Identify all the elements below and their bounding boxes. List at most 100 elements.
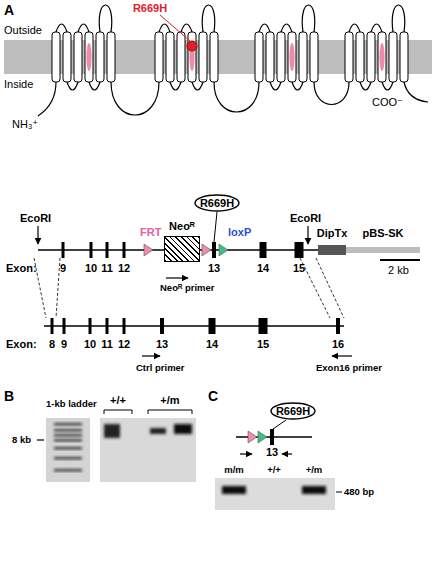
transmembrane-helix (345, 32, 353, 82)
dta-cassette: DipTx (318, 245, 346, 255)
exon-number: 11 (101, 338, 113, 351)
transmembrane-helix (85, 32, 93, 82)
ladder-band (54, 429, 82, 431)
row-label: Exon: (6, 262, 37, 275)
callout-text: R669H (194, 194, 240, 212)
callout-leader (273, 420, 286, 429)
terminus-label: NH₃⁺ (12, 118, 38, 131)
size-tick (336, 492, 342, 493)
exon (63, 318, 66, 334)
exon-number: 13 (208, 262, 220, 275)
primer-arrow (282, 453, 292, 454)
exon-number: 15 (293, 262, 305, 275)
gel-band (150, 428, 166, 434)
transmembrane-helix (367, 32, 375, 82)
scale-bar (380, 259, 420, 261)
exon (123, 242, 126, 258)
ecori-arrow (37, 226, 38, 244)
exon-number: 16 (332, 338, 344, 351)
transmembrane-helix (199, 32, 207, 82)
exon (270, 429, 274, 445)
mutation-leader (160, 15, 190, 41)
callout-leader (214, 212, 217, 242)
voltage-sensor-mark (86, 43, 91, 71)
site-label: FRT (140, 226, 161, 239)
loxp-site (258, 431, 267, 443)
exon (106, 318, 109, 334)
voltage-sensor-mark (379, 43, 384, 71)
exon (209, 318, 216, 334)
primer-label: Ctrl primer (136, 362, 185, 374)
ladder-band (54, 457, 82, 459)
exon (89, 318, 92, 334)
oval-outline (195, 195, 239, 211)
exon (90, 242, 93, 258)
lane-label: +/+ (110, 394, 126, 407)
exon-number: 10 (84, 338, 96, 351)
side-label: Outside (4, 24, 42, 37)
ladder-gel (46, 418, 90, 482)
transmembrane-helix (288, 32, 296, 82)
primer-label: Exon16 primer (316, 362, 382, 374)
transmembrane-helix (96, 32, 104, 82)
scale-label: 2 kb (388, 264, 409, 277)
exon (51, 318, 54, 334)
exon (336, 318, 340, 334)
ladder-band (54, 434, 82, 436)
gel-band (104, 424, 120, 438)
lane-label: m/m (224, 464, 244, 476)
exon-number: 13 (266, 446, 278, 459)
terminus-label: COO⁻ (372, 96, 403, 109)
transmembrane-helix (299, 32, 307, 82)
gel-image (215, 478, 335, 510)
marker-tick (37, 439, 44, 440)
vector-backbone: pBS-SK (346, 247, 420, 253)
exon (123, 318, 126, 334)
site-label: EcoRI (290, 212, 321, 225)
transmembrane-helix (155, 32, 163, 82)
exon (295, 242, 304, 258)
exon-number: 13 (156, 338, 168, 351)
primer-arrow (240, 453, 252, 454)
lane-label: +/m (306, 464, 323, 476)
frt-site (202, 244, 211, 256)
primer-arrow (166, 277, 188, 278)
exon (62, 242, 65, 258)
panel-letter: C (208, 388, 218, 404)
size-label: 480 bp (344, 486, 374, 498)
mutation-callout: R669H (194, 194, 240, 212)
transmembrane-helix (107, 32, 115, 82)
transmembrane-helix (52, 32, 60, 82)
site-label: EcoRI (20, 212, 51, 225)
primer-arrow (142, 355, 160, 356)
transmembrane-helix (266, 32, 274, 82)
mutation-label: R669H (133, 2, 167, 15)
transmembrane-helix (74, 32, 82, 82)
element-label: Neoᴿ (169, 220, 195, 233)
lane-bracket (148, 410, 192, 414)
transmembrane-helix (356, 32, 364, 82)
homology-dash (316, 258, 344, 318)
voltage-sensor-mark (289, 43, 294, 71)
primer-label: Neoᴿ primer (160, 282, 215, 294)
exon (106, 242, 109, 258)
marker-label: 8 kb (12, 434, 31, 446)
transmembrane-helix (177, 32, 185, 82)
lane-label: 1-kb ladder (46, 398, 97, 410)
gel-band (302, 486, 326, 494)
element-label: pBS-SK (363, 227, 404, 240)
panel-letter: B (4, 388, 14, 404)
ladder-band (54, 447, 82, 449)
exon-number: 14 (206, 338, 218, 351)
primer-arrow (332, 355, 352, 356)
mutation-site (187, 41, 197, 51)
transmembrane-helix (378, 32, 386, 82)
oval-outline (271, 403, 315, 419)
transmembrane-helix (389, 32, 397, 82)
mutation-callout: R669H (270, 402, 316, 420)
gel-band (174, 424, 192, 434)
row-label: Exon: (6, 338, 37, 351)
ladder-band (54, 469, 82, 471)
frt-site (248, 431, 257, 443)
